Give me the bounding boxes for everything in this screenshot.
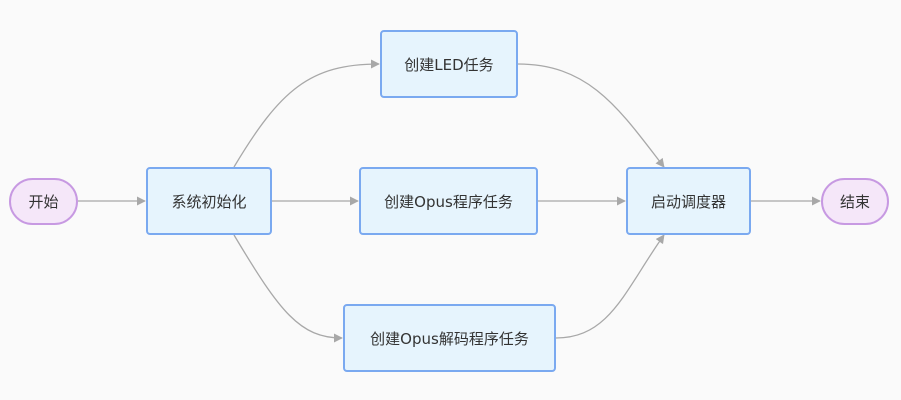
edge-led-scheduler: [517, 63, 665, 168]
end-node: 结束: [821, 178, 889, 225]
start-scheduler-node: 启动调度器: [626, 167, 751, 235]
edge-opusdecode-scheduler: [555, 234, 665, 339]
edge-init-opusdecode: [233, 234, 343, 343]
edge-init-led: [233, 59, 380, 168]
system-init-node: 系统初始化: [146, 167, 272, 235]
create-led-task-node: 创建LED任务: [380, 30, 518, 98]
start-node: 开始: [9, 178, 78, 225]
create-opus-task-node: 创建Opus程序任务: [359, 167, 538, 235]
create-opus-decode-task-node: 创建Opus解码程序任务: [343, 304, 556, 372]
